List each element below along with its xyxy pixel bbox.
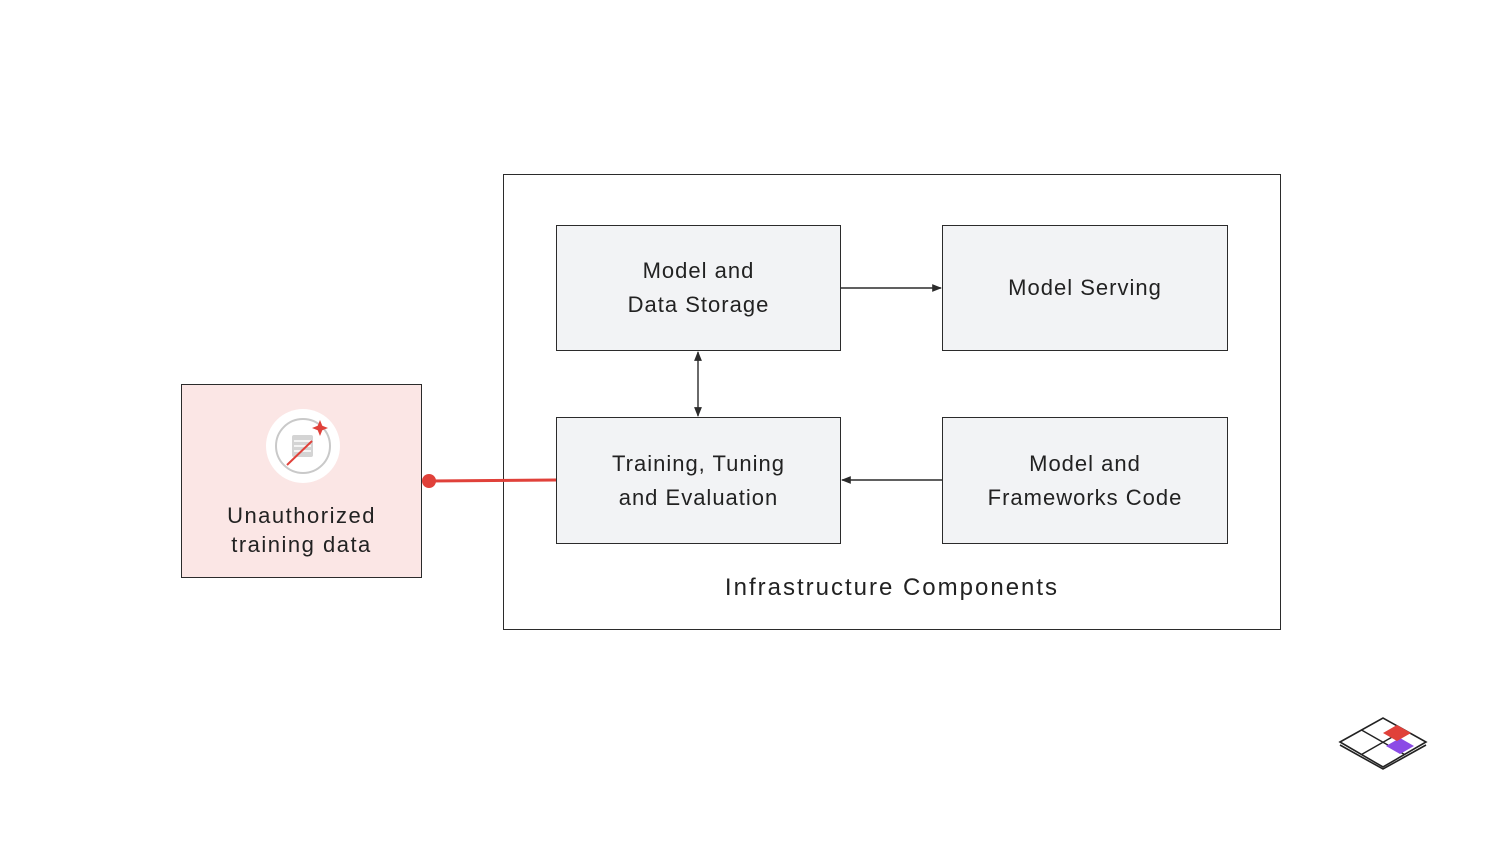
infrastructure-label: Infrastructure Components bbox=[724, 574, 1060, 601]
data-sparkle-crossed-icon bbox=[266, 409, 340, 483]
training-tuning-evaluation-label: Training, Tuning and Evaluation bbox=[612, 450, 785, 510]
model-serving-label: Model Serving bbox=[1008, 275, 1162, 300]
training-tuning-evaluation-box: Training, Tuning and Evaluation bbox=[556, 417, 841, 544]
model-frameworks-code-label: Model and Frameworks Code bbox=[987, 450, 1183, 510]
risk-connector-dot bbox=[422, 474, 436, 488]
model-data-storage-label: Model and Data Storage bbox=[627, 258, 770, 317]
model-serving-box: Model Serving bbox=[942, 225, 1228, 351]
layered-diamond-logo-icon bbox=[1338, 717, 1428, 770]
unauthorized-training-data-risk: Unauthorized training data bbox=[181, 384, 422, 578]
model-data-storage-box: Model and Data Storage bbox=[556, 225, 841, 351]
risk-label: Unauthorized training data bbox=[227, 503, 376, 557]
model-frameworks-code-box: Model and Frameworks Code bbox=[942, 417, 1228, 544]
